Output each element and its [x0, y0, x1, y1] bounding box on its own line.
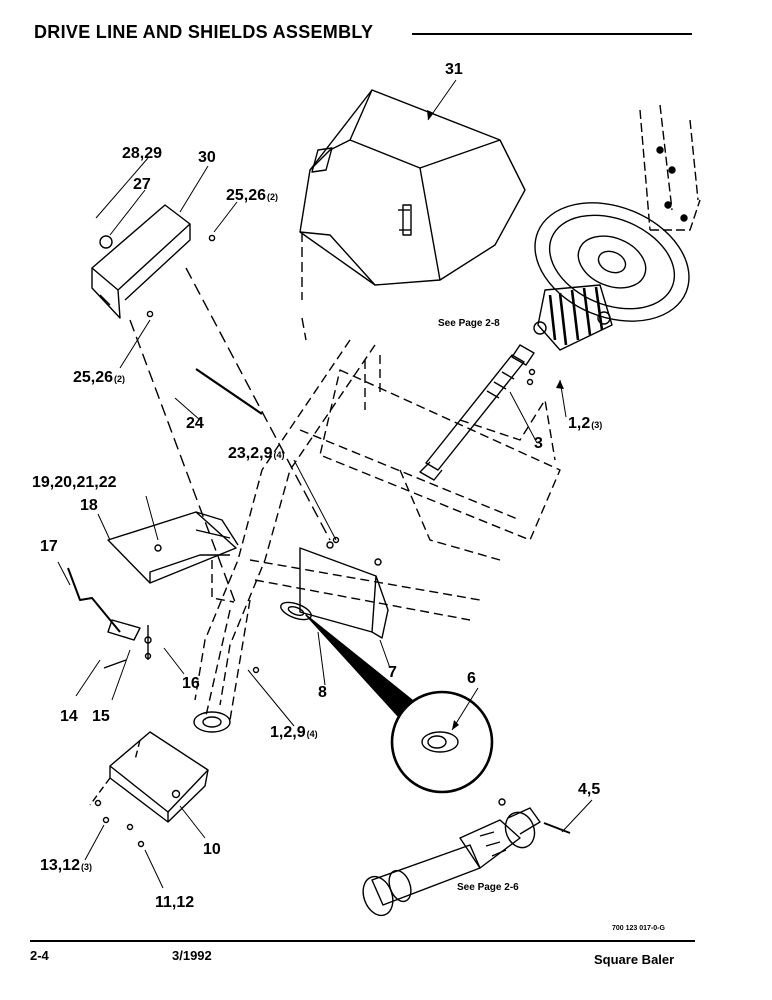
- callout-8: 8: [318, 684, 327, 701]
- bearing-8-drawing: [280, 601, 413, 717]
- callout-16: 16: [182, 675, 200, 692]
- see-page-2-6-note: See Page 2-6: [457, 882, 519, 893]
- shield-31-drawing: [299, 89, 526, 341]
- revision-date: 3/1992: [172, 948, 212, 963]
- callout-25-26-lower: 25,26(2): [73, 369, 125, 386]
- callout-25-26-upper: 25,26(2): [226, 187, 278, 204]
- callout-3: 3: [534, 435, 543, 452]
- drive-shaft-3-drawing: [419, 344, 535, 481]
- callout-1-2-9: 1,2,9(4): [270, 724, 318, 741]
- flywheel-gearbox-drawing: [533, 104, 701, 351]
- callout-24: 24: [186, 415, 204, 432]
- callout-28-29: 28,29: [122, 145, 162, 162]
- page-title: DRIVE LINE AND SHIELDS ASSEMBLY: [34, 22, 374, 42]
- plate-7-drawing: [299, 541, 389, 639]
- shield-10-drawing: [89, 731, 209, 823]
- callout-18: 18: [80, 497, 98, 514]
- shield-30-drawing: [91, 204, 216, 319]
- callout-30: 30: [198, 149, 216, 166]
- callout-14: 14: [60, 708, 78, 725]
- fasteners-drawing: [94, 368, 536, 848]
- leader-arrowheads: [427, 110, 564, 730]
- hose-17-drawing: [67, 567, 152, 660]
- footer-rule: [30, 940, 695, 942]
- page-number: 2-4: [30, 948, 49, 963]
- callout-1-2-upper: 1,2(3): [568, 415, 602, 432]
- leader-lines: [57, 79, 593, 889]
- callout-4-5: 4,5: [578, 781, 600, 798]
- callout-13-12: 13,12(3): [40, 857, 92, 874]
- rod-24-drawing: [195, 368, 263, 415]
- callout-15: 15: [92, 708, 110, 725]
- part-code: 700 123 017-0-G: [612, 925, 665, 932]
- callout-19-22: 19,20,21,22: [32, 474, 117, 491]
- callout-7: 7: [388, 664, 397, 681]
- bracket-18-drawing: [107, 511, 239, 603]
- pto-driveline-drawing: [362, 798, 571, 917]
- product-name: Square Baler: [594, 952, 675, 967]
- callout-labels: 31 28,29 30 27 25,26(2) 25,26(2) 24 1,2(…: [32, 61, 602, 911]
- callout-31: 31: [445, 61, 463, 78]
- callout-23-2-9: 23,2,9(4): [228, 445, 284, 462]
- title-rule: [412, 33, 692, 35]
- hitch-ring-drawing: [193, 711, 231, 733]
- callout-11-12: 11,12: [155, 894, 194, 911]
- callout-17: 17: [40, 538, 58, 555]
- callout-6: 6: [467, 670, 476, 687]
- frame-tongue-drawing: [194, 339, 561, 721]
- detail-circle-6-drawing: [390, 690, 494, 794]
- see-page-2-8-note: See Page 2-8: [438, 318, 500, 329]
- callout-27: 27: [133, 176, 151, 193]
- callout-10: 10: [203, 841, 221, 858]
